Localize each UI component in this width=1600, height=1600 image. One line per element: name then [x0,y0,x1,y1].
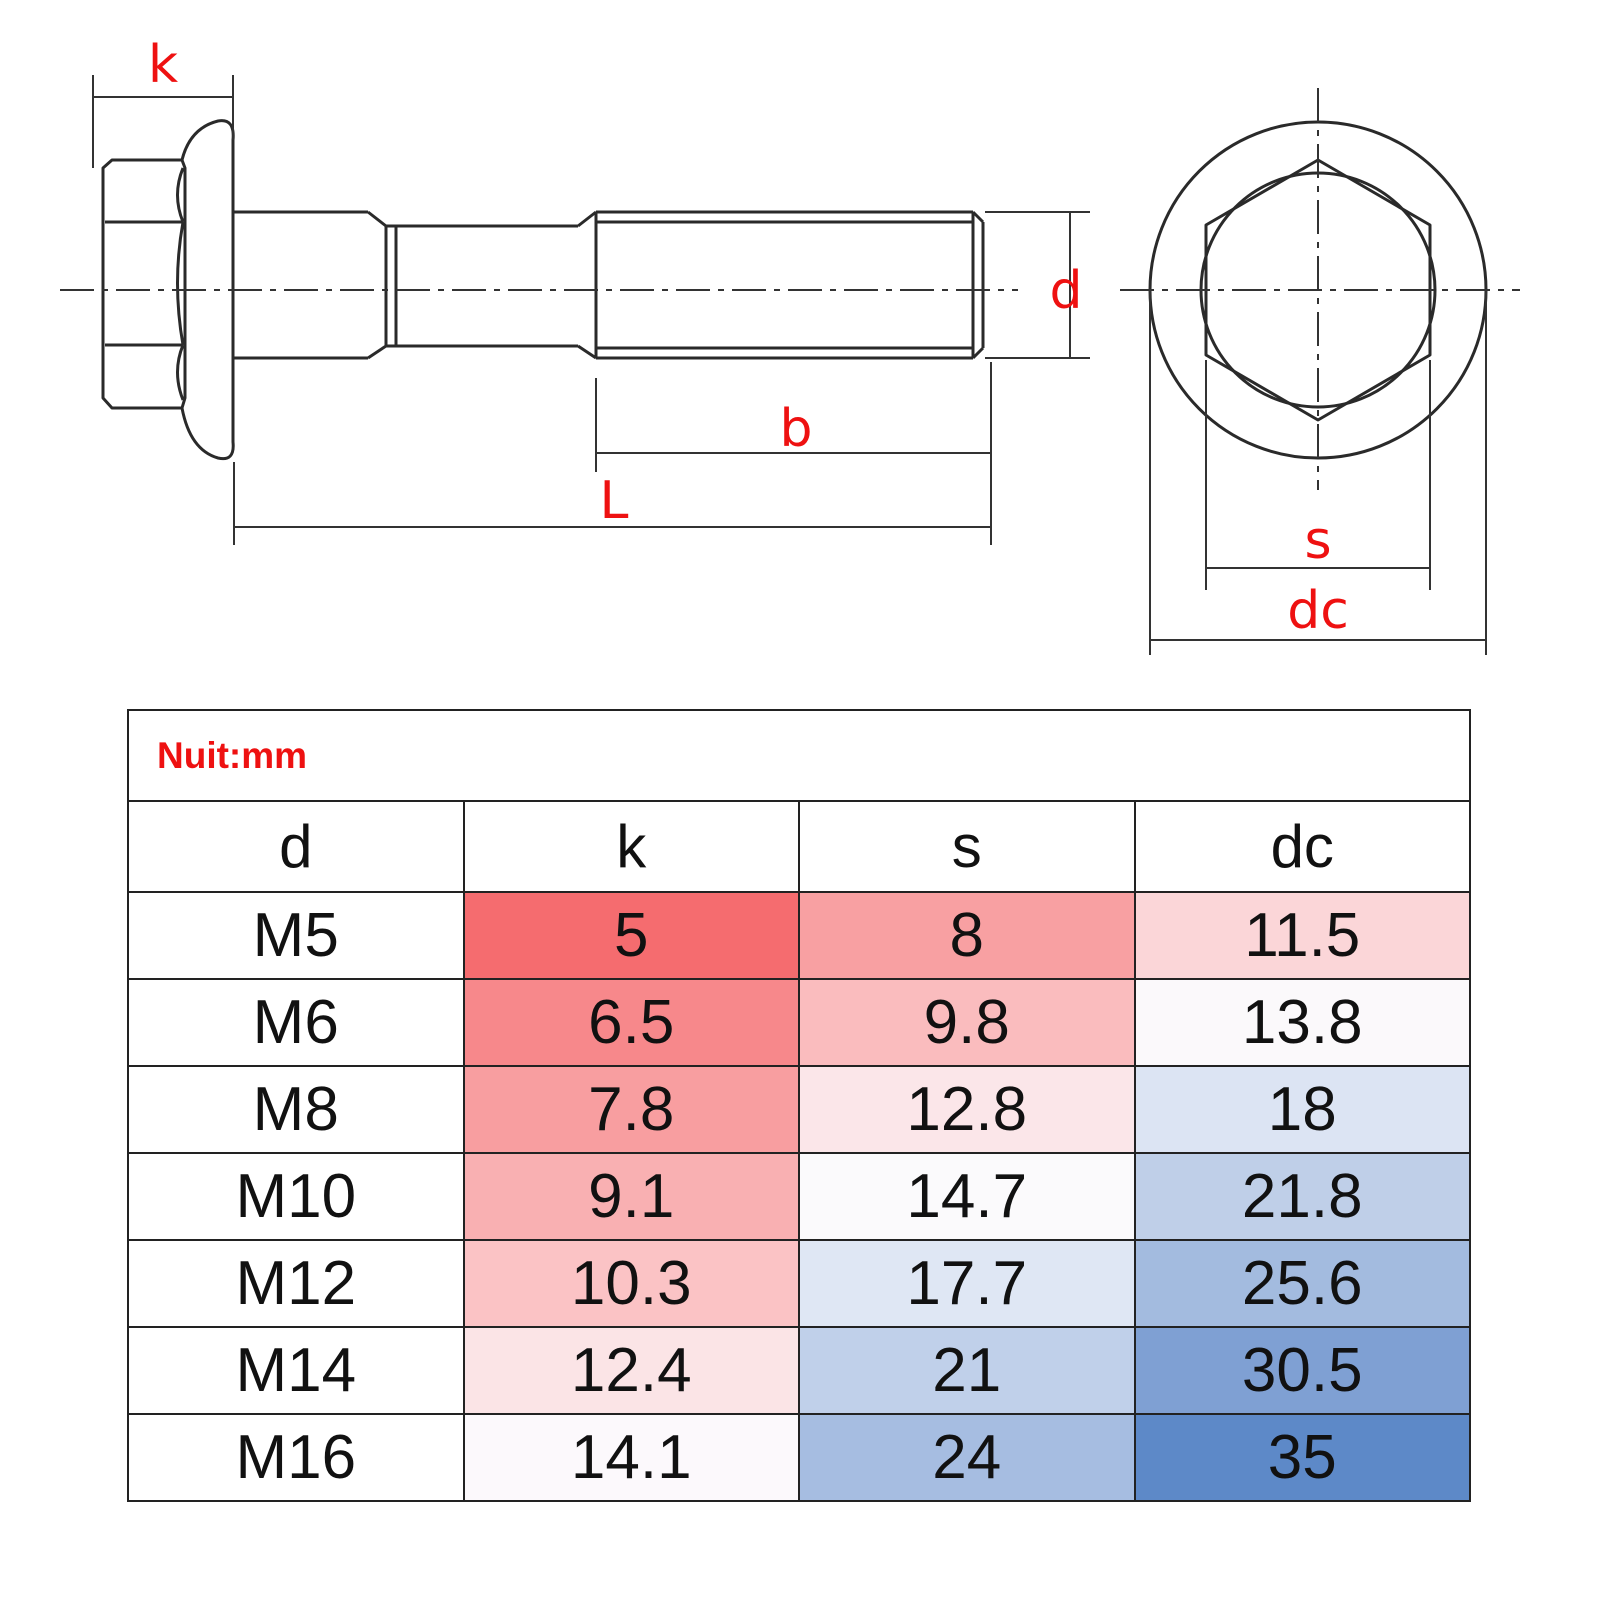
cell-s: 21 [798,1326,1136,1415]
cell-s: 8 [798,891,1136,980]
header-dc: dc [1133,800,1471,893]
label-b: b [779,399,812,459]
cell-k: 12.4 [462,1326,800,1415]
cell-dc: 18 [1133,1065,1471,1154]
cell-dc: 13.8 [1133,978,1471,1067]
cell-dc: 21.8 [1133,1152,1471,1241]
cell-s: 12.8 [798,1065,1136,1154]
bolt-head-side [101,119,235,461]
label-d: d [1049,261,1082,321]
unit-row: Nuit:mm [127,709,1471,802]
cell-dc: 11.5 [1133,891,1471,980]
cell-d: M16 [127,1413,465,1502]
cell-d: M12 [127,1239,465,1328]
cell-dc: 30.5 [1133,1326,1471,1415]
cell-k: 6.5 [462,978,800,1067]
cell-dc: 25.6 [1133,1239,1471,1328]
header-row: d k s dc [127,800,1471,893]
bolt-drawing: k d b L s dc [60,35,1520,655]
dc-dimension [1149,290,1487,655]
cell-s: 24 [798,1413,1136,1502]
unit-note: Nuit:mm [127,709,1471,802]
header-k: k [462,800,800,893]
cell-k: 7.8 [462,1065,800,1154]
label-L: L [600,471,629,531]
l-dimension [233,462,991,545]
cell-s: 14.7 [798,1152,1136,1241]
cell-k: 14.1 [462,1413,800,1502]
cell-k: 5 [462,891,800,980]
cell-d: M14 [127,1326,465,1415]
cell-k: 9.1 [462,1152,800,1241]
cell-d: M8 [127,1065,465,1154]
cell-d: M10 [127,1152,465,1241]
header-d: d [127,800,465,893]
cell-s: 17.7 [798,1239,1136,1328]
s-dimension [1205,360,1431,590]
header-s: s [798,800,1136,893]
label-k: k [148,35,178,95]
cell-d: M5 [127,891,465,980]
k-dimension [92,75,234,168]
d-dimension [985,211,1090,359]
label-dc: dc [1287,581,1349,641]
bolt-shank-side [234,210,985,360]
cell-s: 9.8 [798,978,1136,1067]
cell-k: 10.3 [462,1239,800,1328]
b-dimension [595,362,992,545]
cell-d: M6 [127,978,465,1067]
cell-dc: 35 [1133,1413,1471,1502]
label-s: s [1304,511,1331,571]
